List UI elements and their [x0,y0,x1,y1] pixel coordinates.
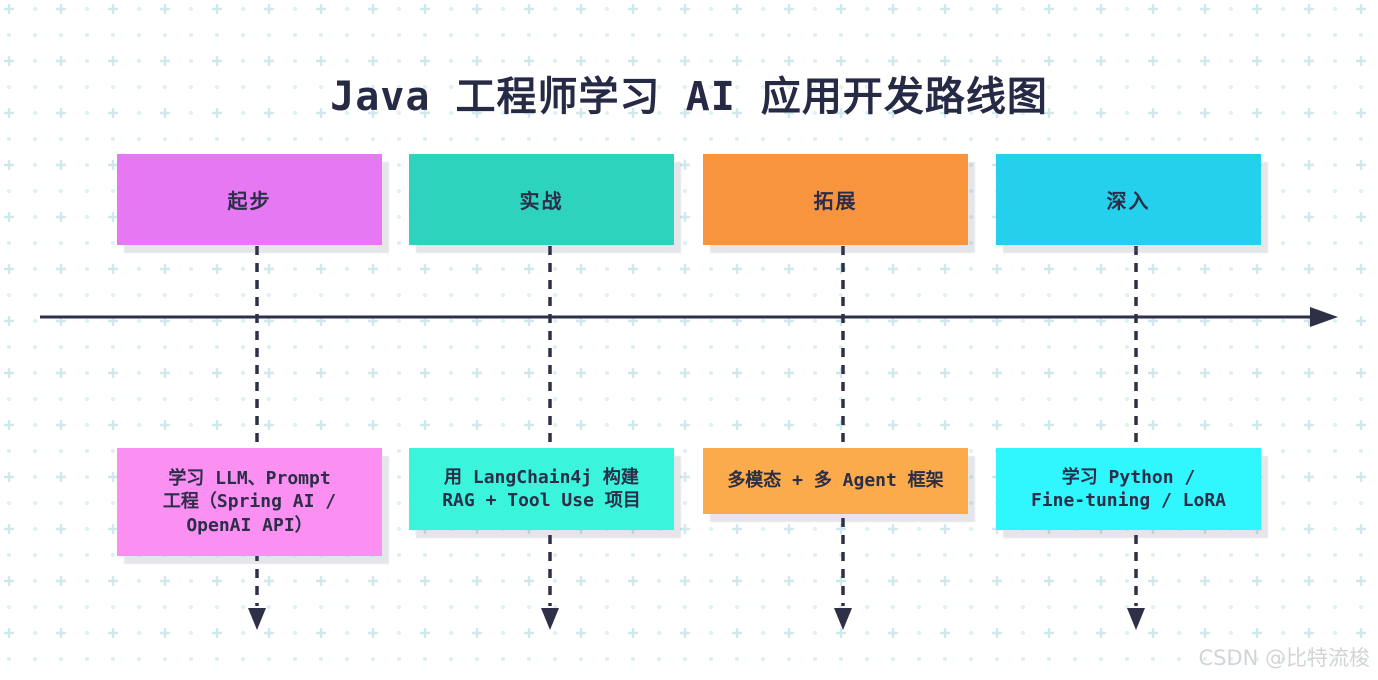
stage-label: 深入 [1106,189,1151,213]
stage-box-shenru: 深入 [996,154,1261,245]
stage-box-shizhan: 实战 [409,154,674,245]
detail-box-tuozhan: 多模态 + 多 Agent 框架 [703,448,968,514]
stage-label: 拓展 [813,189,858,213]
timeline-arrow [40,307,1338,327]
detail-text: 学习 LLM、Prompt 工程（Spring AI / OpenAI API） [162,468,337,536]
detail-text: 用 LangChain4j 构建 RAG + Tool Use 项目 [442,466,641,511]
page-title: Java 工程师学习 AI 应用开发路线图 [330,74,1048,120]
stage-label: 实战 [519,189,564,213]
watermark: CSDN @比特流梭 [1198,646,1370,670]
connector-line-1 [248,246,266,630]
stage-label: 起步 [227,189,272,213]
detail-box-qibu: 学习 LLM、Prompt 工程（Spring AI / OpenAI API） [117,448,382,556]
connector-line-3 [834,246,852,630]
connector-line-2 [541,246,559,630]
stage-box-tuozhan: 拓展 [703,154,968,245]
stage-box-qibu: 起步 [117,154,382,245]
detail-box-shizhan: 用 LangChain4j 构建 RAG + Tool Use 项目 [409,448,674,530]
detail-text: 多模态 + 多 Agent 框架 [727,470,944,492]
detail-text: 学习 Python / Fine-tuning / LoRA [1030,466,1227,511]
detail-box-shenru: 学习 Python / Fine-tuning / LoRA [996,448,1261,530]
connector-line-4 [1127,246,1145,630]
